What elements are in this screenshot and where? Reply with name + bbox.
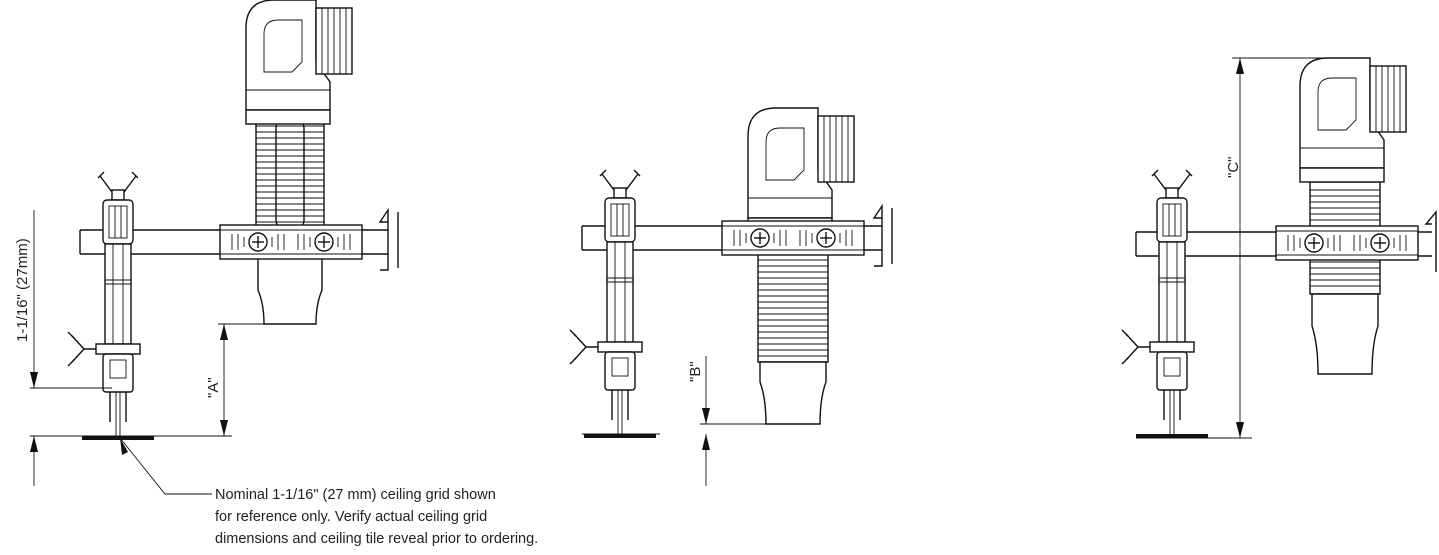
clamp-bracket bbox=[219, 224, 363, 260]
elbow-fitting bbox=[747, 107, 855, 233]
hanger-clip bbox=[67, 171, 155, 441]
note-leader bbox=[119, 437, 212, 495]
dimension-label-b: "B" bbox=[687, 361, 704, 382]
dimension-a: "A" bbox=[80, 323, 264, 437]
dimension-c: "C" bbox=[1136, 57, 1336, 439]
flex-hose bbox=[1309, 181, 1381, 375]
clamp-bracket bbox=[721, 220, 865, 256]
hanger-clip bbox=[569, 169, 657, 439]
note-line-3: dimensions and ceiling tile reveal prior… bbox=[215, 531, 538, 547]
dimension-grid-height: 1-1/16" (27mm) bbox=[14, 210, 112, 486]
dimension-b: "B" bbox=[582, 356, 766, 486]
view-c: "C" bbox=[1121, 57, 1437, 439]
dimension-label-a: "A" bbox=[205, 377, 222, 398]
view-a: "A" 1-1/16" (27mm) bbox=[14, 0, 399, 495]
view-b: "B" bbox=[569, 107, 893, 486]
flex-hose bbox=[757, 251, 829, 425]
note-line-1: Nominal 1-1/16" (27 mm) ceiling grid sho… bbox=[215, 487, 496, 503]
grid-height-label: 1-1/16" (27mm) bbox=[14, 238, 31, 342]
reference-note: Nominal 1-1/16" (27 mm) ceiling grid sho… bbox=[215, 487, 538, 547]
dimension-label-c: "C" bbox=[1225, 157, 1242, 178]
hanger-clip bbox=[1121, 169, 1209, 439]
elbow-fitting bbox=[245, 0, 353, 125]
note-line-2: for reference only. Verify actual ceilin… bbox=[215, 509, 487, 525]
elbow-fitting bbox=[1299, 57, 1407, 183]
flex-hose bbox=[255, 117, 325, 325]
clamp-bracket bbox=[1275, 225, 1419, 261]
